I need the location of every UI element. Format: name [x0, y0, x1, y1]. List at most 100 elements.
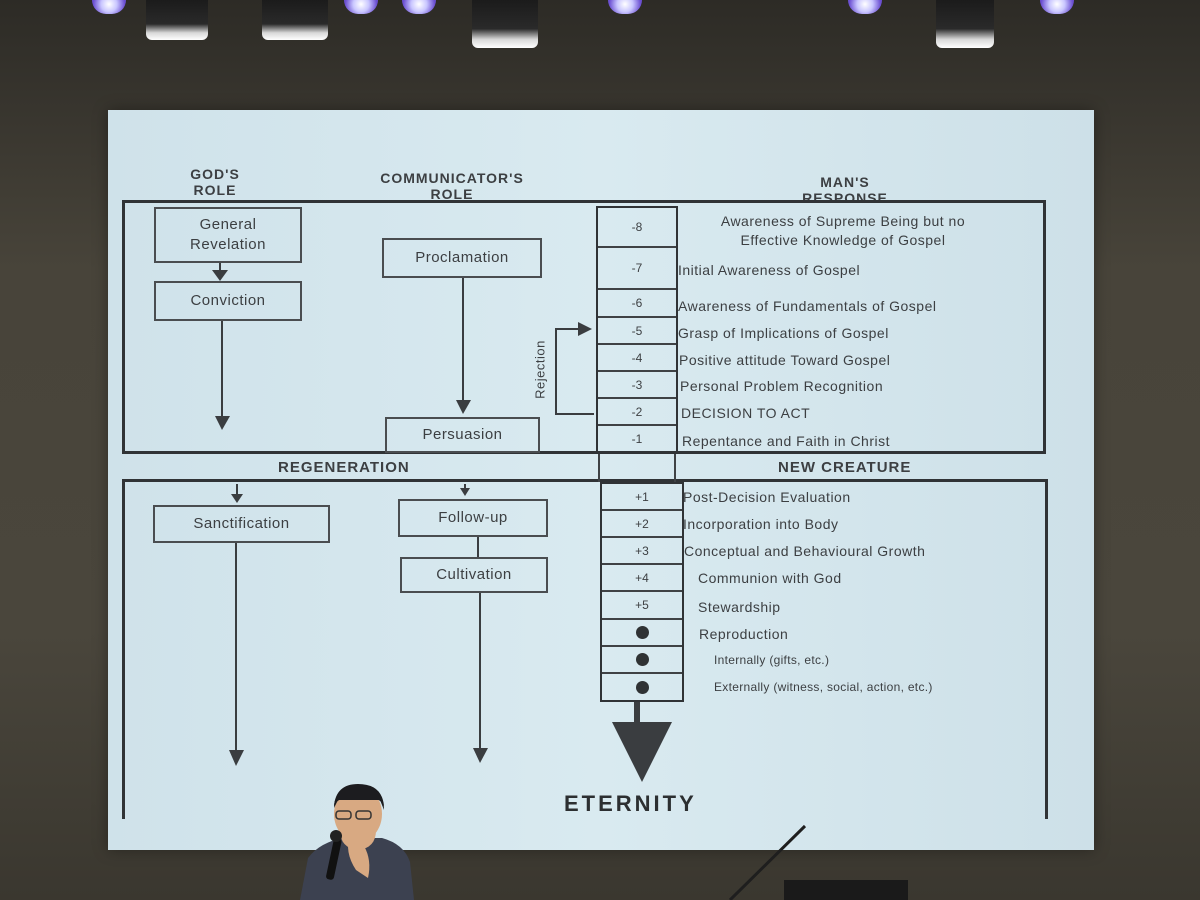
scale-cell: -6 [598, 290, 676, 318]
mans-response-header-line1: MAN'S [820, 174, 870, 190]
scale-connector [598, 454, 676, 482]
response-text: Internally (gifts, etc.) [714, 653, 830, 667]
response-text: Personal Problem Recognition [680, 378, 884, 394]
scale-value: +1 [635, 489, 649, 504]
response-text: Conceptual and Behavioural Growth [684, 543, 926, 559]
led-light-icon [344, 0, 378, 14]
response-text: Communion with God [698, 570, 842, 586]
regeneration-label: REGENERATION [278, 459, 410, 476]
general-revelation-line1: General [199, 216, 257, 233]
scale-cell: +5 [602, 592, 682, 620]
response-text: Awareness of Fundamentals of Gospel [678, 298, 937, 314]
scale-cell [602, 674, 682, 700]
scale-value: -7 [631, 261, 643, 275]
arrowhead-icon [578, 322, 592, 336]
stage-monitor [784, 880, 908, 900]
arrowhead-icon [460, 488, 470, 496]
bullet-dot-icon [635, 626, 649, 639]
led-light-icon [402, 0, 436, 14]
response-text: Reproduction [699, 626, 789, 642]
arrowhead-icon [473, 748, 488, 763]
scale-cell: -3 [598, 372, 676, 399]
response-text: Incorporation into Body [683, 516, 839, 532]
arrowhead-icon [456, 400, 471, 414]
new-creature-label: NEW CREATURE [778, 459, 912, 476]
scale-cell: -5 [598, 318, 676, 345]
response-text-line1: Awareness of Supreme Being but no [720, 213, 966, 229]
led-light-icon [608, 0, 642, 14]
scale-cell: -7 [598, 248, 676, 290]
scale-cell: -2 [598, 399, 676, 426]
eternity-arrowhead-icon [612, 722, 672, 782]
gods-role-header-line2: ROLE [193, 182, 237, 198]
general-revelation-line2: Revelation [190, 236, 266, 253]
general-revelation-box: General Revelation [154, 207, 302, 263]
cultivation-box: Cultivation [400, 557, 548, 593]
spotlight-icon [936, 0, 994, 48]
response-text: Stewardship [698, 599, 781, 615]
sanctification-box: Sanctification [153, 505, 330, 543]
response-text: Externally (witness, social, action, etc… [714, 680, 933, 694]
response-text: Grasp of Implications of Gospel [678, 325, 889, 341]
rejection-loop-line [555, 328, 594, 415]
scale-value: -1 [631, 432, 643, 446]
scale-cell: +1 [602, 484, 682, 511]
response-text: Post-Decision Evaluation [683, 489, 851, 505]
speaker [300, 784, 414, 900]
scale-value: +3 [635, 543, 649, 558]
scale-cell: +4 [602, 565, 682, 592]
communicator-role-header: COMMUNICATOR'S ROLE [352, 170, 552, 202]
led-light-icon [848, 0, 882, 14]
scale-cell [602, 647, 682, 674]
response-text: Repentance and Faith in Christ [682, 433, 890, 449]
scale-value: -8 [631, 220, 643, 234]
scale-cell: -4 [598, 345, 676, 372]
bullet-dot-icon [635, 653, 649, 666]
response-text: DECISION TO ACT [681, 405, 811, 421]
spotlight-icon [262, 0, 328, 40]
mic-stand-icon [728, 824, 807, 900]
scale-value: -4 [631, 350, 643, 365]
microphone-icon [326, 830, 342, 880]
eternity-label: ETERNITY [564, 791, 697, 816]
response-text: Initial Awareness of Gospel [678, 262, 861, 278]
follow-up-box: Follow-up [398, 499, 548, 537]
arrowhead-icon [212, 270, 228, 281]
gods-role-header: GOD'S ROLE [160, 166, 270, 198]
scale-cell [602, 620, 682, 647]
lower-frame [122, 479, 1048, 819]
communicator-header-line1: COMMUNICATOR'S [380, 170, 524, 186]
conviction-box: Conviction [154, 281, 302, 321]
led-light-icon [1040, 0, 1074, 14]
spotlight-icon [146, 0, 208, 40]
scale-value: -5 [631, 323, 643, 338]
scale-column-lower: +1 +2 +3 +4 +5 [600, 482, 684, 702]
led-light-icon [92, 0, 126, 14]
scale-value: +5 [635, 598, 649, 612]
scale-value: +2 [635, 516, 649, 531]
response-text: Awareness of Supreme Being but no Effect… [676, 212, 1010, 250]
arrowhead-icon [229, 750, 244, 766]
bullet-dot-icon [635, 680, 649, 694]
persuasion-box: Persuasion [385, 417, 540, 453]
scale-value: +4 [635, 570, 649, 585]
scale-cell: -1 [598, 426, 676, 452]
response-text: Positive attitude Toward Gospel [679, 352, 891, 368]
scale-column-upper: -8 -7 -6 -5 -4 -3 -2 -1 [596, 206, 678, 454]
proclamation-box: Proclamation [382, 238, 542, 278]
scale-cell: +2 [602, 511, 682, 538]
upper-frame [122, 200, 1046, 454]
communicator-header-line2: ROLE [430, 186, 474, 202]
gods-role-header-line1: GOD'S [190, 166, 240, 182]
scale-cell: +3 [602, 538, 682, 565]
scale-value: -3 [631, 377, 643, 392]
spotlight-icon [472, 0, 538, 48]
scale-value: -6 [631, 296, 643, 310]
scale-cell: -8 [598, 208, 676, 248]
arrowhead-icon [231, 494, 243, 503]
scale-value: -2 [631, 404, 643, 419]
response-text-line2: Effective Knowledge of Gospel [740, 232, 946, 248]
